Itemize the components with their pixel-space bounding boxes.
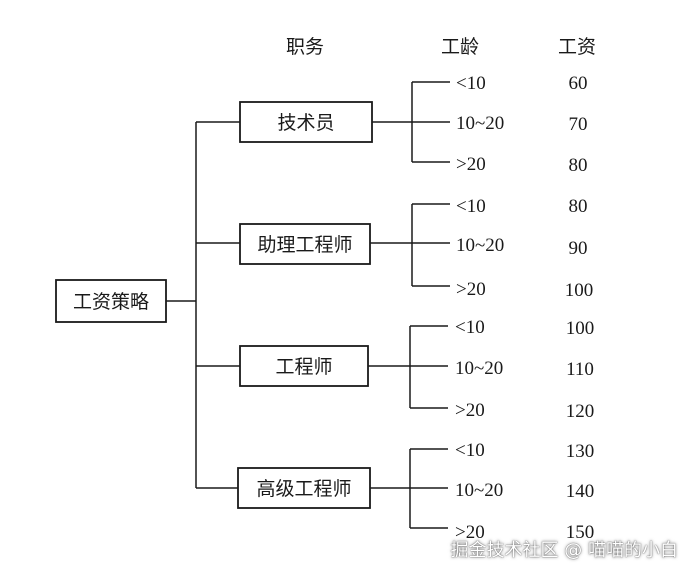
salary-value: 150	[566, 522, 595, 543]
seniority-label: >20	[456, 154, 486, 175]
salary-value: 80	[569, 155, 588, 176]
salary-value: 80	[569, 196, 588, 217]
salary-value: 100	[566, 318, 595, 339]
seniority-label: 10~20	[455, 358, 503, 379]
seniority-label: <10	[456, 196, 486, 217]
salary-value: 100	[565, 280, 594, 301]
seniority-label: >20	[455, 400, 485, 421]
root-box	[55, 279, 167, 323]
seniority-label: <10	[456, 73, 486, 94]
position-box	[237, 467, 371, 509]
position-node-assistant-engineer: 助理工程师 <10 10~20 >20 80 90 100	[239, 196, 594, 301]
root-node: 工资策略	[55, 279, 167, 323]
seniority-label: >20	[455, 522, 485, 543]
root-connectors	[166, 121, 240, 489]
seniority-label: >20	[456, 279, 486, 300]
seniority-label: 10~20	[455, 480, 503, 501]
salary-value: 70	[569, 114, 588, 135]
position-label: 技术员	[277, 112, 334, 134]
watermark-text: 掘金技术社区 @ 喵喵的小白	[450, 540, 678, 561]
position-label: 工程师	[275, 356, 332, 378]
seniority-label: <10	[455, 317, 485, 338]
salary-value: 110	[566, 359, 594, 380]
seniority-label: 10~20	[456, 235, 504, 256]
position-label: 高级工程师	[256, 478, 351, 500]
header-seniority: 工龄	[441, 36, 479, 58]
header-salary: 工资	[558, 36, 596, 58]
salary-value: 90	[569, 238, 588, 259]
salary-value: 120	[566, 401, 595, 422]
position-node-senior-engineer: 高级工程师 <10 10~20 >20 130 140 150	[237, 440, 595, 543]
seniority-label: 10~20	[456, 113, 504, 134]
salary-value: 60	[569, 73, 588, 94]
seniority-label: <10	[455, 440, 485, 461]
root-label: 工资策略	[73, 291, 149, 313]
salary-value: 140	[566, 481, 595, 502]
position-box	[239, 223, 371, 265]
header-position: 职务	[286, 36, 324, 58]
position-node-technician: 技术员 <10 10~20 >20 60 70 80	[239, 73, 588, 176]
position-node-engineer: 工程师 <10 10~20 >20 100 110 120	[239, 317, 595, 422]
position-label: 助理工程师	[257, 234, 352, 256]
salary-value: 130	[566, 441, 595, 462]
